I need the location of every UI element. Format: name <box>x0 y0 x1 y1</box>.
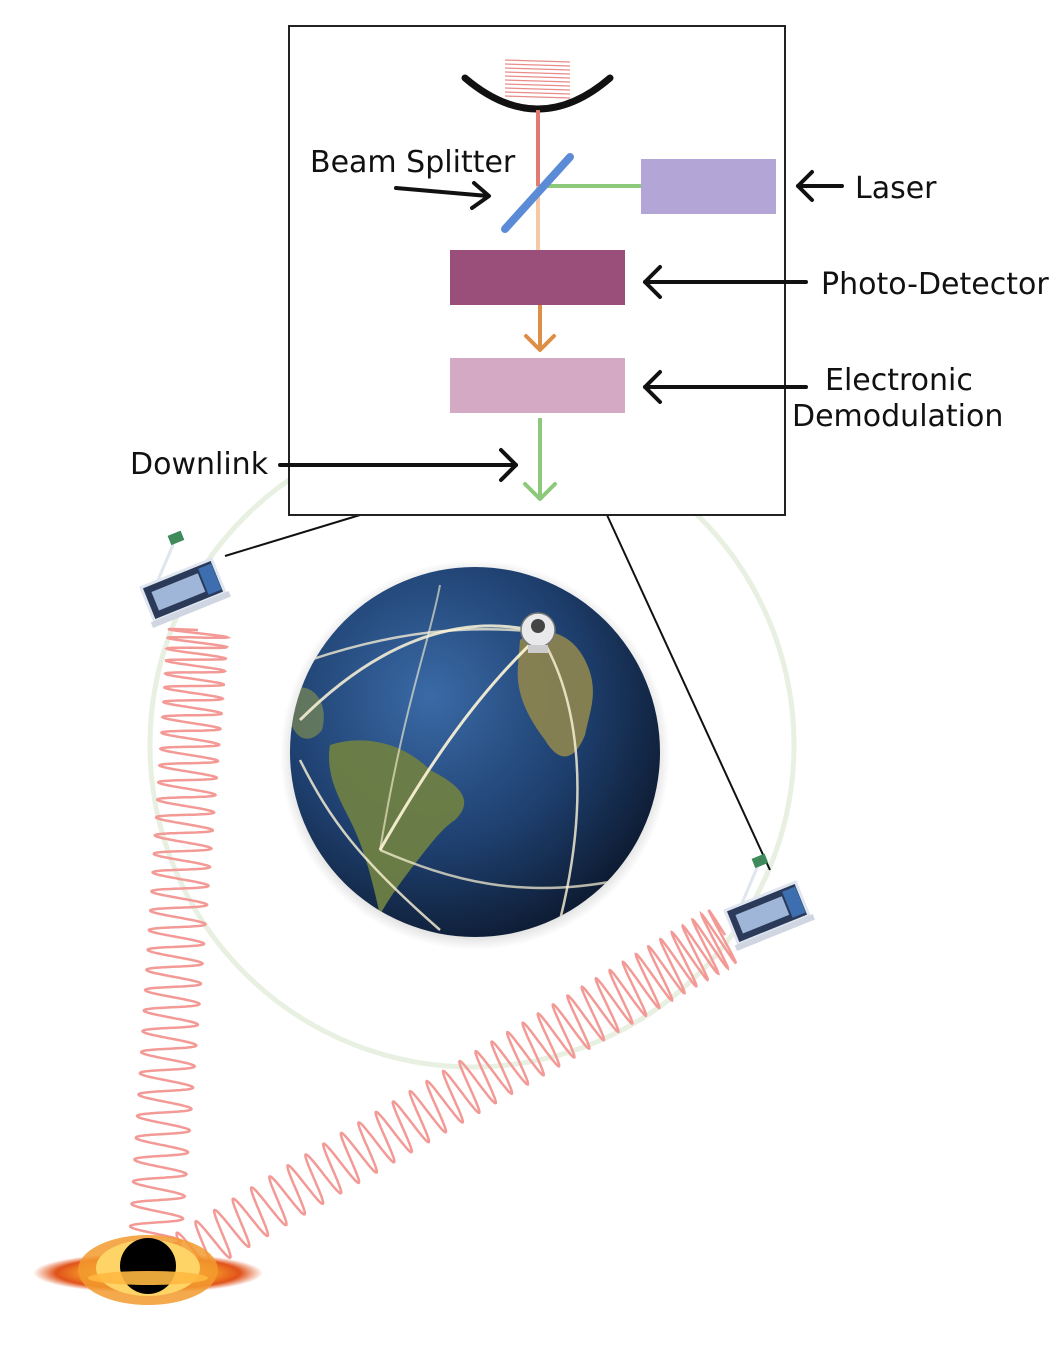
ground-telescope-icon <box>520 612 556 653</box>
callout-arrow-demodulation <box>643 370 808 404</box>
label-electronic: Electronic <box>825 363 973 398</box>
label-photo-detector: Photo-Detector <box>821 267 1049 302</box>
callout-arrow-downlink <box>278 448 518 482</box>
arrowhead-orange <box>524 334 556 352</box>
satellite-icon <box>723 853 815 951</box>
callout-arrow-photo-detector <box>643 265 808 299</box>
demodulation-box <box>450 358 625 413</box>
satellite-icon <box>139 530 231 628</box>
beam-splitter-icon <box>501 153 574 233</box>
connector-line-left <box>224 514 361 557</box>
black-hole-icon <box>33 1235 263 1305</box>
callout-arrow-beam-splitter <box>394 181 491 210</box>
callout-arrow-laser <box>796 170 844 202</box>
arrowhead-green <box>523 482 557 501</box>
gravitational-wave-right <box>174 909 738 1282</box>
label-demodulation: Demodulation <box>792 399 1003 434</box>
photo-detector-box <box>450 250 625 305</box>
label-laser: Laser <box>855 171 937 206</box>
label-beam-splitter: Beam Splitter <box>310 145 516 180</box>
label-downlink: Downlink <box>130 447 269 482</box>
mirror-icon <box>461 59 614 113</box>
laser-box <box>641 159 776 214</box>
connector-line-right <box>606 514 771 871</box>
earth-globe-icon <box>280 560 670 950</box>
gravitational-wave-left <box>128 627 232 1247</box>
